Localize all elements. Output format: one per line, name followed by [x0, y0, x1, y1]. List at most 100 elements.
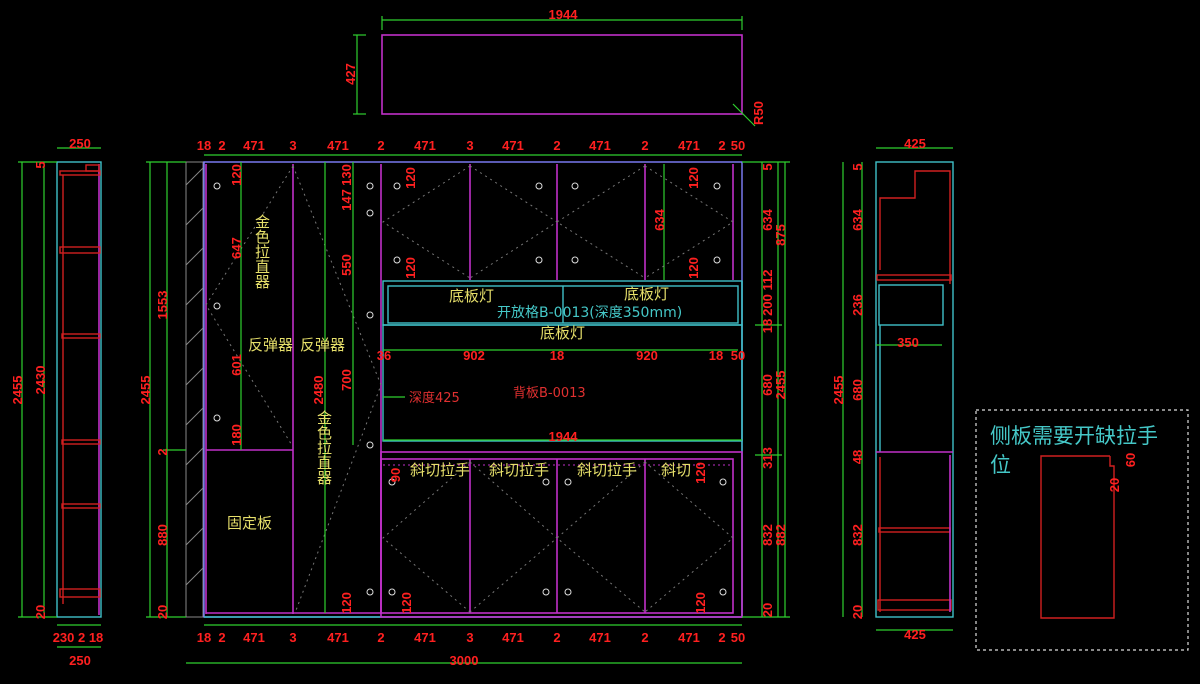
dimension-label: 2 — [218, 630, 225, 645]
dimension-label: 471 — [327, 138, 349, 153]
dimension-label: 18 — [550, 348, 564, 363]
dimension-label: 180 — [229, 424, 244, 446]
note-box — [975, 409, 1189, 651]
dimension-label: 18 — [197, 630, 211, 645]
dimension-label: 647 — [229, 237, 244, 259]
dimension-label: 425 — [904, 136, 926, 151]
dimension-label: 120 — [403, 257, 418, 279]
dimension-label: 2 — [641, 630, 648, 645]
dimension-label: 550 — [339, 254, 354, 276]
rebound-label-2: 反弹器 — [300, 336, 345, 354]
note-line-1: 侧板需要开缺拉手 — [990, 424, 1158, 448]
wall-hatch — [185, 167, 204, 586]
gold-hinge-label-2: 金色拉直器 — [315, 410, 333, 485]
dimension-label: 1944 — [549, 429, 579, 444]
dimension-label: 2 — [641, 138, 648, 153]
dimension-label: 471 — [589, 630, 611, 645]
dimension-label: 120 — [693, 592, 708, 614]
dimension-label: 634 — [760, 208, 775, 230]
dimension-label: 634 — [652, 208, 667, 230]
dimension-label: 18 — [197, 138, 211, 153]
front-view — [146, 154, 790, 664]
dimension-label: 120 — [229, 164, 244, 186]
dimension-label: 471 — [502, 630, 524, 645]
base-light-label-3: 底板灯 — [540, 324, 585, 342]
front-labels: 金色拉直器 反弹器 反弹器 金色拉直器 固定板 底板灯 底板灯 底板灯 开放格B… — [227, 214, 1158, 532]
base-light-label-2: 底板灯 — [624, 285, 669, 303]
dimension-label: 3 — [466, 630, 473, 645]
dimension-label: 880 — [155, 524, 170, 546]
dimension-label: 3 — [466, 138, 473, 153]
dimension-label: 1553 — [155, 291, 170, 320]
dimension-label: 2 — [553, 630, 560, 645]
dimension-label: 18 — [709, 348, 723, 363]
dimension-label: 902 — [463, 348, 485, 363]
backboard-label: 背板B-0013 — [513, 386, 586, 401]
dimension-label: 2455 — [773, 371, 788, 400]
dimension-label: 2455 — [138, 376, 153, 405]
dimension-label: 120 — [693, 462, 708, 484]
dimension-label: 3000 — [450, 653, 479, 668]
dimension-label: 50 — [731, 348, 745, 363]
bevel-handle-label-1: 斜切拉手 — [410, 461, 470, 479]
dimension-label: 832 — [760, 524, 775, 546]
dimension-label: 634 — [850, 208, 865, 230]
bevel-handle-label-2: 斜切拉手 — [489, 461, 549, 479]
dimension-label: 471 — [678, 138, 700, 153]
base-light-label-1: 底板灯 — [449, 287, 494, 305]
dimension-label: 112 — [760, 270, 775, 291]
dimension-label: 250 — [69, 653, 91, 668]
dimension-label: 20 — [1107, 478, 1122, 492]
dimension-label: 20 — [760, 603, 775, 617]
dimension-label: 313 — [760, 447, 775, 469]
dimension-label: 700 — [339, 369, 354, 391]
dimension-label: 832 — [850, 524, 865, 546]
dimension-label: 2455 — [831, 376, 846, 405]
dimension-label: 2 — [377, 138, 384, 153]
dimension-label: 3 — [289, 630, 296, 645]
dimension-label: 471 — [414, 630, 436, 645]
dimension-label: 2480 — [311, 376, 326, 405]
dimension-label: 2 — [377, 630, 384, 645]
open-shelf-label: 开放格B-0013(深度350mm) — [497, 305, 682, 321]
dimension-label: 2430 — [33, 366, 48, 395]
dimension-label: 20 — [850, 605, 865, 619]
right-side-view — [842, 147, 954, 631]
bevel-handle-label-3: 斜切拉手 — [577, 461, 637, 479]
dimension-label: 130 — [339, 164, 354, 186]
dimension-label: 350 — [897, 335, 919, 350]
dimension-labels: 18 18 2 2 471 471 3 3 471 471 2 2 471 471 3 3 471 471 2 2 47… — [10, 7, 1138, 668]
dimension-label: 471 — [678, 630, 700, 645]
dimension-label: 48 — [850, 450, 865, 464]
gold-hinge-label-1: 金色拉直器 — [253, 214, 271, 289]
rebound-label-1: 反弹器 — [248, 336, 293, 354]
dimension-label: 230 2 18 — [53, 630, 104, 645]
dimension-label: 18 — [760, 319, 775, 333]
dimension-label: 471 — [243, 138, 265, 153]
dimension-label: 3 — [289, 138, 296, 153]
dimension-label: 147 — [339, 189, 354, 211]
dimension-label: 680 — [760, 374, 775, 396]
dimension-label: R50 — [751, 101, 766, 125]
dimension-label: 471 — [327, 630, 349, 645]
dimension-label: 920 — [636, 348, 658, 363]
dimension-label: 250 — [69, 136, 91, 151]
dimension-label: 875 — [773, 224, 788, 246]
dimension-label: 120 — [686, 167, 701, 189]
dimension-label: 200 — [760, 294, 775, 316]
dimension-label: 601 — [229, 354, 244, 376]
dimension-label: 5 — [33, 161, 48, 168]
dimension-label: 425 — [904, 627, 926, 642]
dimension-label: 5 — [760, 163, 775, 170]
dimension-label: 2 — [155, 448, 170, 455]
dimension-label: 50 — [731, 630, 745, 645]
dimension-label: 2 — [718, 138, 725, 153]
dimension-label: 20 — [155, 605, 170, 619]
fixed-board-label: 固定板 — [227, 514, 272, 532]
top-view — [353, 16, 756, 127]
dimension-label: 1944 — [549, 7, 579, 22]
dimension-label: 60 — [1123, 453, 1138, 467]
dimension-label: 471 — [589, 138, 611, 153]
dimension-label: 427 — [343, 63, 358, 85]
